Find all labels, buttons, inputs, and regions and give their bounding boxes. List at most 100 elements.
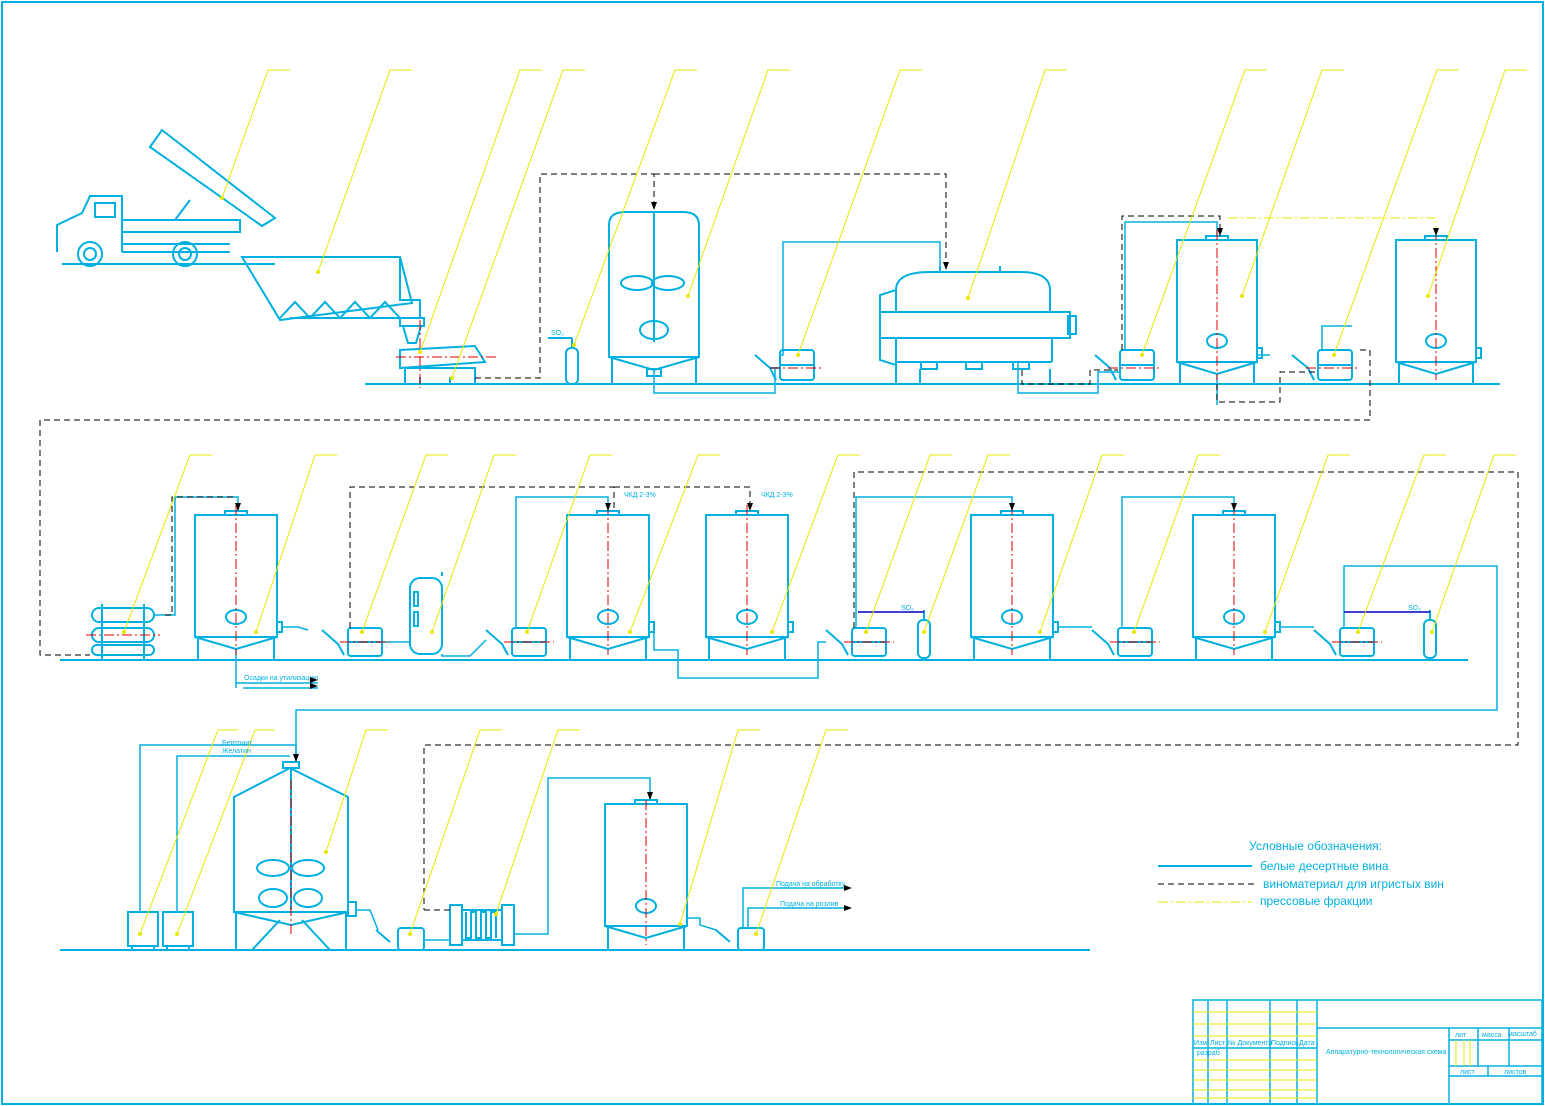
lit-label: лит (1455, 1032, 1467, 1039)
callout-leader-20 (865, 454, 952, 633)
tank-r2-3 (705, 510, 794, 660)
chemical-labels: SO₂ SO₂ SO₂ ЧКД 2-3% ЧКД 2-3% Бентонит Ж… (222, 330, 1421, 908)
callout-leader-14 (255, 454, 337, 633)
dosing-tank-gelatin (162, 911, 194, 950)
callout-leader-2 (317, 69, 412, 273)
callout-dot-9 (1140, 353, 1144, 357)
callout-dot-25 (1356, 630, 1360, 634)
callout-leader-22 (1039, 454, 1124, 633)
callout-leader-6 (687, 69, 790, 297)
tank-r2-5 (1192, 510, 1281, 660)
tank-r2-2 (566, 510, 655, 660)
crusher-destemmer (399, 344, 487, 385)
callout-dot-1 (220, 196, 224, 200)
callout-dot-2 (316, 270, 320, 274)
title-block-text: Изм Лист № Документа Подпись Дата разраб… (1194, 1030, 1537, 1076)
callout-leader-19 (771, 454, 860, 633)
callout-dot-20 (864, 630, 868, 634)
callout-dot-14 (254, 630, 258, 634)
so2-label-3: SO₂ (1408, 605, 1421, 612)
header-list: Лист (1210, 1040, 1226, 1047)
callout-dot-21 (922, 630, 926, 634)
wine-pipes-row3 (139, 744, 845, 941)
row-3 (60, 744, 1090, 951)
callout-leader-27 (139, 729, 238, 935)
razrab-label: разраб (1197, 1049, 1220, 1057)
callout-leader-9 (1141, 69, 1267, 356)
callout-dot-16 (430, 630, 434, 634)
callout-leader-3 (419, 69, 542, 353)
callout-dot-18 (628, 630, 632, 634)
callout-dot-10 (1240, 294, 1244, 298)
so2-label-2: SO₂ (901, 605, 914, 612)
callout-dot-8 (966, 296, 970, 300)
callout-dot-12 (1426, 294, 1430, 298)
wine-pipes-row1 (653, 221, 1352, 405)
pump-r3-2 (715, 927, 765, 951)
callout-dot-28 (175, 932, 179, 936)
drawing-title: Аппаратурно-технологическая схема (1326, 1049, 1446, 1056)
tank-r2-4 (970, 510, 1059, 660)
outlet-arrows (235, 202, 1439, 911)
so2-label-1: SO₂ (551, 330, 564, 337)
callout-leader-33 (755, 729, 848, 935)
callout-leader-29 (325, 729, 388, 853)
callout-leader-28 (176, 729, 275, 935)
callout-leader-21 (923, 454, 1010, 633)
plate-filter (449, 904, 515, 946)
callout-leader-32 (679, 729, 760, 925)
callout-leader-30 (409, 729, 502, 935)
masshtab-label: масштаб (1508, 1030, 1537, 1038)
callout-leader-16 (431, 454, 516, 633)
callout-leader-31 (495, 729, 580, 915)
hopper-conveyor (240, 256, 425, 344)
wine-pipes-row2 (154, 496, 1498, 762)
callout-dot-17 (525, 630, 529, 634)
settling-tank-2 (1395, 235, 1482, 384)
callout-dot-27 (138, 932, 142, 936)
callout-leaders (122, 69, 1527, 936)
callout-dot-4 (450, 376, 454, 380)
callout-leader-15 (361, 454, 448, 633)
callout-leader-10 (1241, 69, 1344, 297)
callout-dot-23 (1132, 630, 1136, 634)
legend-item-dashdot: прессовые фракции (1260, 894, 1372, 908)
legend: Условные обозначения: белые десертные ви… (1158, 839, 1444, 908)
tank-r2-1 (194, 510, 283, 660)
to-bottling-label: Подача на розлив (780, 901, 839, 908)
callout-dot-22 (1038, 630, 1042, 634)
fining-tank (233, 761, 357, 951)
callout-leader-4 (451, 69, 585, 379)
ckd-label-1: ЧКД 2-3% (624, 492, 656, 499)
callout-leader-5 (573, 69, 697, 346)
callout-dot-6 (686, 294, 690, 298)
sediment-outlet-label: Осадки на утилизацию (244, 675, 318, 682)
list-label: лист (1460, 1069, 1475, 1076)
dump-truck (56, 128, 277, 267)
legend-item-dashed: виноматериал для игристых вин (1263, 877, 1444, 891)
callout-dot-7 (796, 353, 800, 357)
header-date: Дата (1299, 1040, 1315, 1047)
header-izm: Изм (1194, 1040, 1207, 1047)
callout-dot-19 (770, 630, 774, 634)
callout-leader-18 (629, 454, 720, 633)
callout-leader-25 (1357, 454, 1446, 633)
ckd-label-2: ЧКД 2-3% (761, 492, 793, 499)
callout-dot-15 (360, 630, 364, 634)
callout-leader-23 (1133, 454, 1220, 633)
dosing-tank-bentonite (127, 911, 159, 950)
title-block (1192, 999, 1543, 1105)
listov-label: листов (1504, 1069, 1527, 1076)
header-doc: № Документа (1228, 1040, 1272, 1047)
pump-r3-1 (375, 927, 425, 951)
to-processing-label: Подача на обработку (776, 880, 846, 888)
callout-dot-32 (678, 922, 682, 926)
callout-leader-13 (123, 454, 212, 633)
header-sign: Подпись (1271, 1040, 1299, 1047)
axis-lines-row3 (290, 780, 647, 945)
callout-leader-26 (1431, 454, 1516, 633)
callout-dot-13 (122, 630, 126, 634)
callout-leader-17 (526, 454, 612, 633)
